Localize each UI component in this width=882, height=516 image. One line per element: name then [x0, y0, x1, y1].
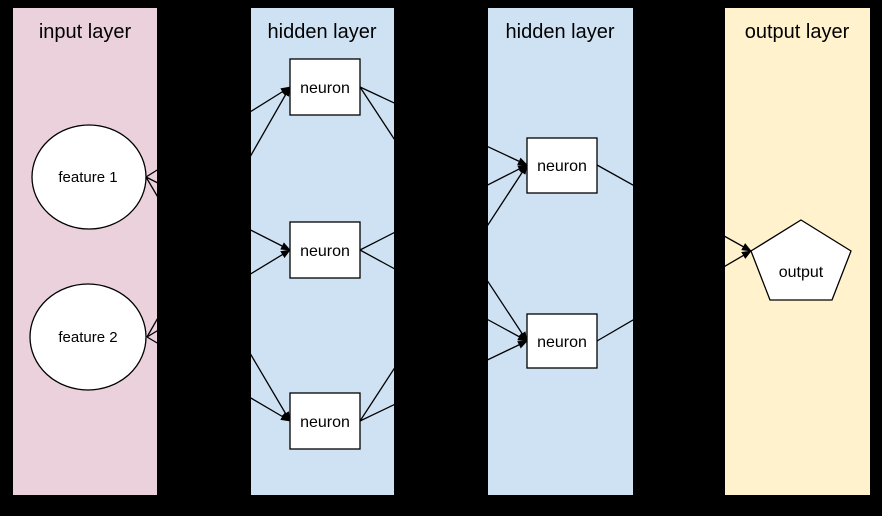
edge-feature-2-to-h1-neuron-1	[146, 86, 291, 338]
node-h2-neuron-2: neuron	[526, 313, 598, 369]
output-label: output	[779, 264, 824, 281]
edge-h2-neuron-1-to-output	[596, 164, 752, 252]
node-feature-1: feature 1	[31, 124, 147, 230]
node-h2-neuron-1: neuron	[526, 137, 598, 194]
edge-h1-neuron-3-to-h2-neuron-2	[359, 340, 528, 422]
nodes-group: feature 1 feature 2 neuron neuron neuron…	[29, 58, 852, 450]
feature-1-circle	[31, 124, 147, 230]
edge-feature-2-to-h1-neuron-3	[146, 336, 291, 422]
hidden-layer-1-title: hidden layer	[268, 21, 377, 43]
feature-2-circle	[29, 283, 147, 391]
input-layer-rect	[13, 8, 157, 495]
node-output: output	[750, 219, 852, 301]
h2-neuron-1-box	[526, 137, 598, 194]
edge-h1-neuron-1-to-h2-neuron-1	[359, 86, 528, 166]
hidden-layer-2-rect	[488, 8, 633, 495]
input-layer-title: input layer	[39, 21, 132, 43]
edge-feature-2-to-h1-neuron-2	[146, 249, 291, 338]
h1-neuron-2-box	[289, 221, 361, 279]
node-h1-neuron-3: neuron	[289, 392, 361, 450]
h1-neuron-1-box	[289, 58, 361, 116]
edge-h2-neuron-2-to-output	[596, 250, 752, 342]
output-pentagon	[750, 219, 852, 301]
feature-2-label: feature 2	[58, 329, 117, 346]
node-feature-2: feature 2	[29, 283, 147, 391]
hidden-layer-2-title: hidden layer	[506, 21, 615, 43]
edge-h1-neuron-3-to-h2-neuron-1	[359, 164, 528, 422]
edge-h1-neuron-1-to-h2-neuron-2	[359, 86, 528, 342]
output-layer-title: output layer	[745, 21, 850, 43]
edge-h1-neuron-2-to-h2-neuron-1	[359, 164, 528, 251]
node-h1-neuron-2: neuron	[289, 221, 361, 279]
h2-neuron-2-label: neuron	[537, 334, 587, 351]
edge-feature-1-to-h1-neuron-1	[145, 86, 291, 178]
h2-neuron-1-label: neuron	[537, 158, 587, 175]
edge-h1-neuron-2-to-h2-neuron-2	[359, 249, 528, 342]
h1-neuron-3-label: neuron	[300, 414, 350, 431]
layer-titles: input layer hidden layer hidden layer ou…	[39, 21, 850, 43]
h1-neuron-3-box	[289, 392, 361, 450]
node-h1-neuron-1: neuron	[289, 58, 361, 116]
h2-neuron-2-box	[526, 313, 598, 369]
h1-neuron-2-label: neuron	[300, 243, 350, 260]
edges-group	[145, 86, 752, 422]
edge-feature-1-to-h1-neuron-3	[145, 176, 291, 422]
h1-neuron-1-label: neuron	[300, 80, 350, 97]
feature-1-label: feature 1	[58, 169, 117, 186]
